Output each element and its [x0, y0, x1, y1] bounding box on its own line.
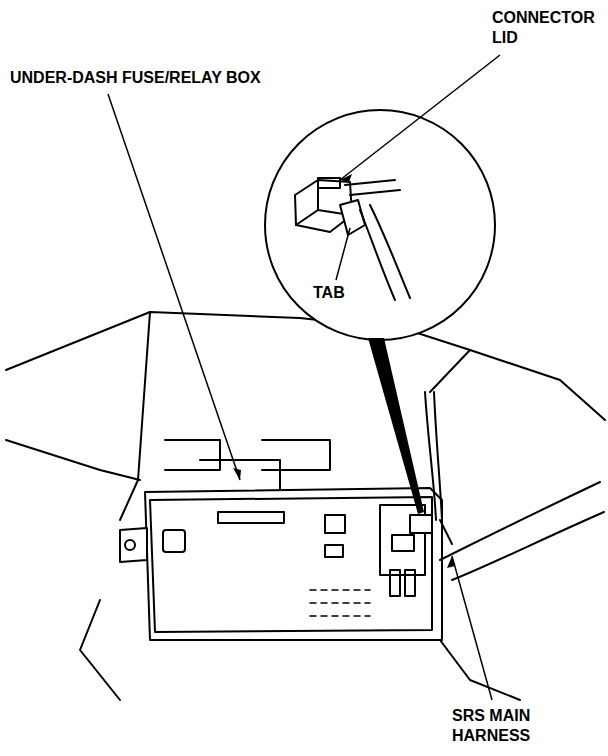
callout-label: SRS MAIN HARNESS	[452, 706, 552, 746]
callout-label: UNDER-DASH FUSE/RELAY BOX	[10, 68, 340, 88]
callout-label: CONNECTOR LID	[492, 8, 600, 48]
callout-label: TAB	[313, 283, 363, 303]
